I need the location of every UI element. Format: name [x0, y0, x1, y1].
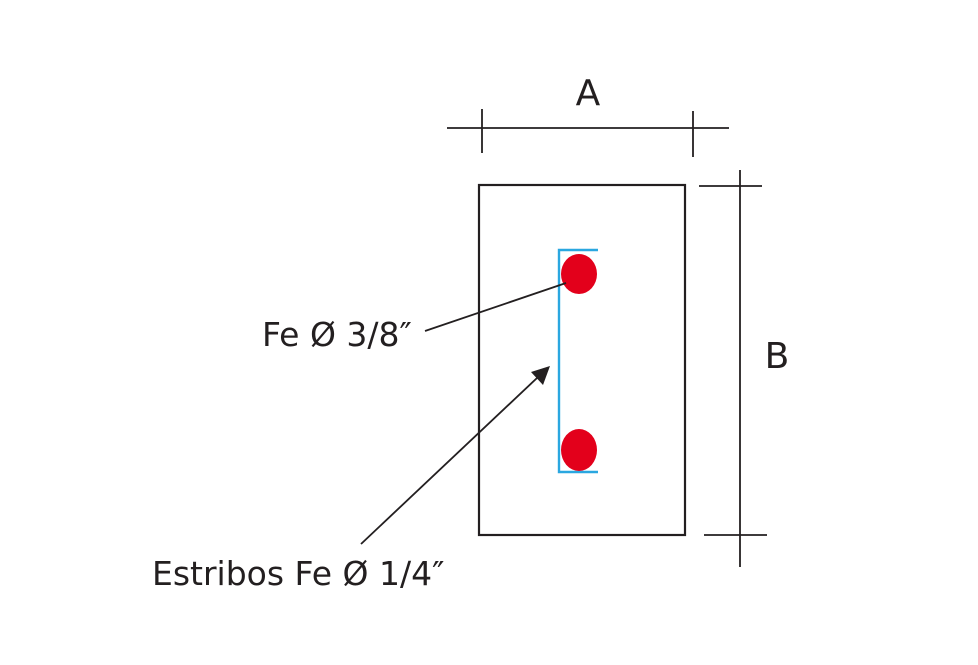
dimension-a: A: [447, 73, 729, 157]
dimension-b: B: [699, 170, 789, 567]
stirrup-callout-label: Estribos Fe Ø 1/4″: [152, 554, 444, 593]
dimension-b-label: B: [765, 336, 790, 377]
rebar-callout-label: Fe Ø 3/8″: [262, 315, 412, 354]
dimension-a-label: A: [576, 73, 601, 114]
rebar-callout-leader: [424, 282, 567, 332]
rebar-top: [561, 254, 597, 294]
stirrup-callout-leader: [360, 377, 538, 545]
section-outline: [477, 183, 687, 537]
stirrup: [557, 248, 598, 474]
rebar-bottom: [561, 429, 597, 471]
arrowhead-icon: [531, 366, 550, 385]
